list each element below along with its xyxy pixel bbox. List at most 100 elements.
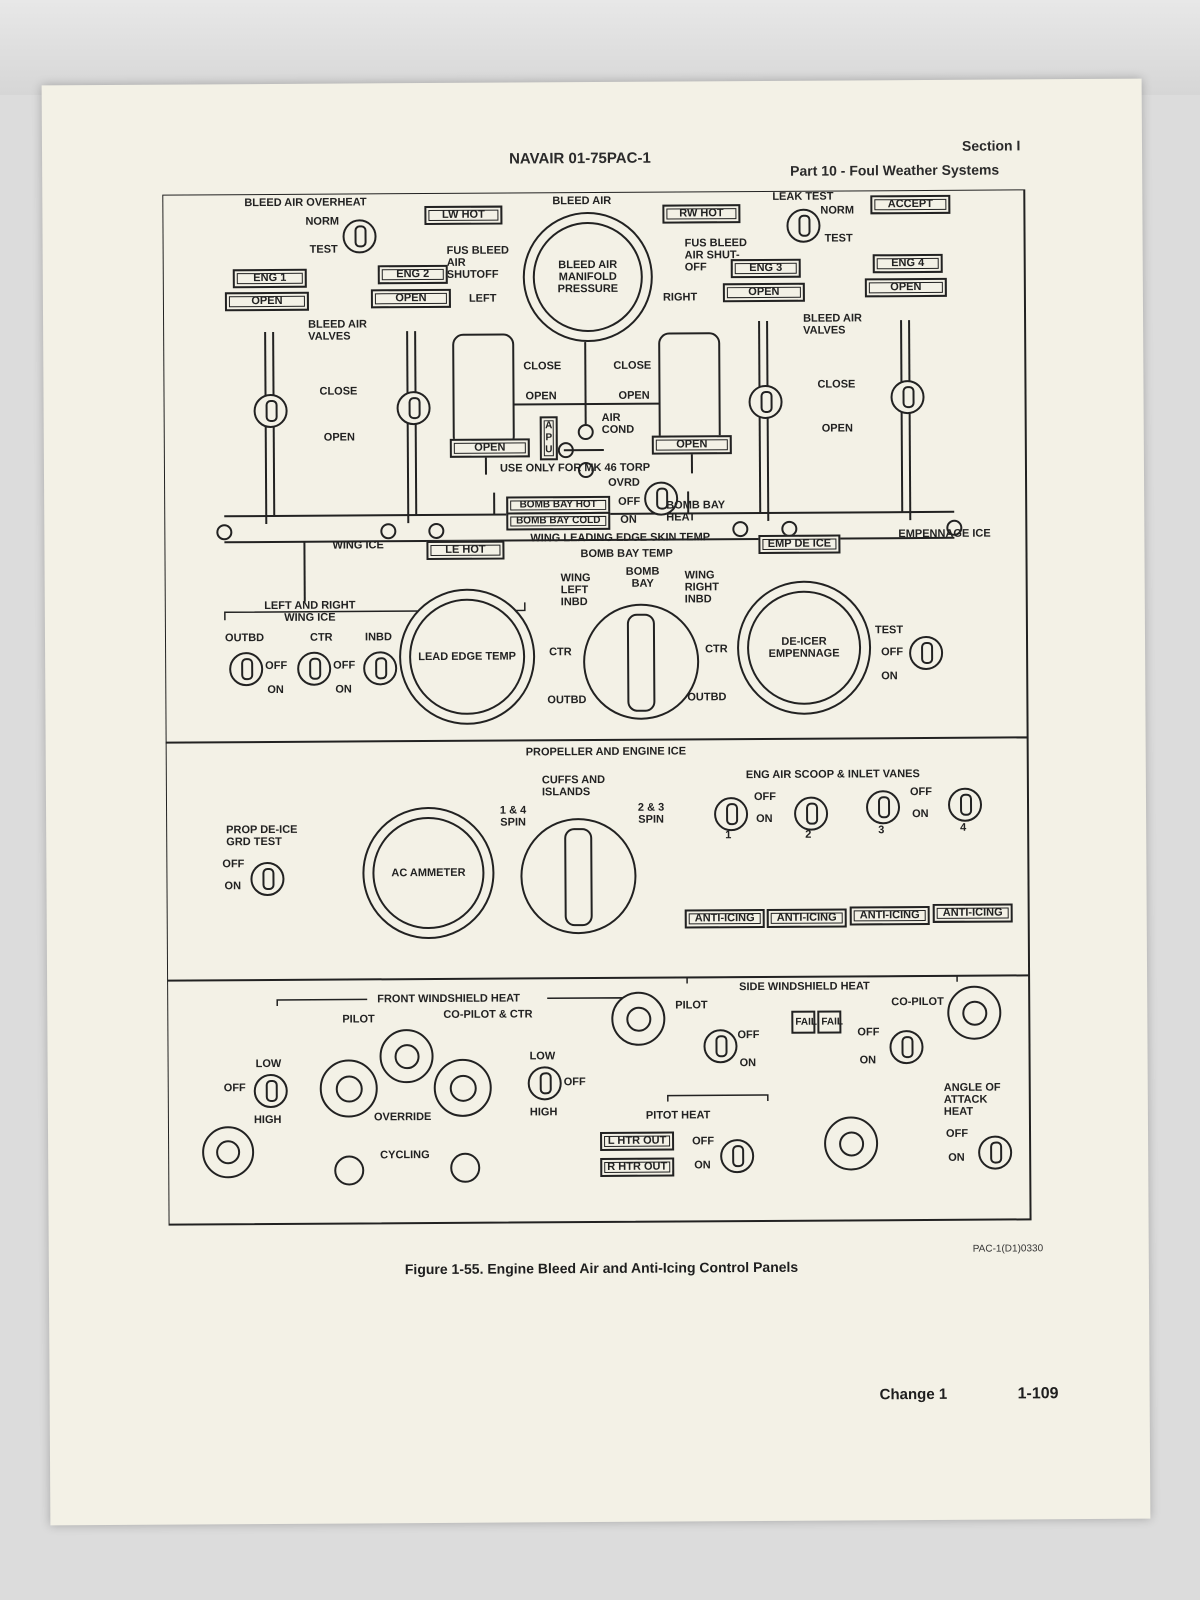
pitot-heat-label: PITOT HEAT xyxy=(645,1109,711,1122)
pitot-heat-switch[interactable] xyxy=(720,1139,755,1174)
apu-label: A P U xyxy=(539,416,558,461)
ctr-off-label: OFF xyxy=(333,659,356,672)
anti-icing-2: ANTI-ICING xyxy=(766,908,847,929)
eng4-open-indicator: OPEN xyxy=(864,277,947,298)
doc-id: NAVAIR 01-75PAC-1 xyxy=(509,149,651,168)
eng1-valve-switch[interactable] xyxy=(253,393,288,429)
front-pilot-knob[interactable] xyxy=(201,1126,255,1179)
front-pilot-switch[interactable] xyxy=(253,1073,288,1109)
lead-edge-temp-gauge: LEAD EDGE TEMP xyxy=(398,588,536,726)
wing-right-inbd-label: WING RIGHT INBD xyxy=(684,569,719,606)
aoa-heat-switch[interactable] xyxy=(978,1135,1013,1170)
scoop-num-3: 3 xyxy=(878,824,885,837)
spin-14-label: 1 & 4 SPIN xyxy=(499,804,527,829)
fail-light-right: FAIL xyxy=(817,1010,843,1034)
scoop-num-1: 1 xyxy=(725,829,732,842)
de-icer-gauge: DE-ICER EMPENNAGE xyxy=(736,580,872,716)
norm-label: NORM xyxy=(305,215,340,228)
fus-bleed-left-label: FUS BLEED AIR SHUTOFF xyxy=(446,244,510,282)
right-fus-open-indicator: OPEN xyxy=(651,435,732,456)
side-copilot-label: CO-PILOT xyxy=(891,995,944,1009)
change-label: Change 1 xyxy=(879,1385,948,1404)
outbd-label: OUTBD xyxy=(224,632,265,645)
copilot-override-light[interactable] xyxy=(433,1058,492,1117)
eng3-valve-switch[interactable] xyxy=(748,384,783,420)
pilot-override-light[interactable] xyxy=(319,1059,378,1118)
bleed-air-label: BLEED AIR xyxy=(552,194,612,208)
l-htr-out-indicator: L HTR OUT xyxy=(600,1131,675,1152)
test-on-label: ON xyxy=(881,670,898,683)
eng2-valve-switch[interactable] xyxy=(396,391,431,426)
prop-selector-knob[interactable] xyxy=(520,817,637,935)
bleed-valves-right-label: BLEED AIR VALVES xyxy=(803,312,862,337)
ac-ammeter-gauge: AC AMMETER xyxy=(362,806,495,940)
ctr-left-label: CTR xyxy=(549,646,572,659)
figure-caption: Figure 1-55. Engine Bleed Air and Anti-I… xyxy=(404,1258,799,1278)
leak-test-sub-label: TEST xyxy=(824,232,853,245)
front-pilot-off-label: OFF xyxy=(223,1082,246,1095)
prop-grd-test-switch[interactable] xyxy=(250,861,285,897)
override-label: OVERRIDE xyxy=(373,1111,432,1124)
r-htr-out-indicator: R HTR OUT xyxy=(600,1157,675,1178)
eng3-open-indicator: OPEN xyxy=(722,282,805,303)
left-valve-close: CLOSE xyxy=(523,360,562,373)
prop-title: PROPELLER AND ENGINE ICE xyxy=(525,745,687,759)
copilot-ctr-switch[interactable] xyxy=(527,1066,562,1101)
side-pilot-knob[interactable] xyxy=(611,991,666,1046)
eng4-valve-switch[interactable] xyxy=(890,379,925,415)
de-icer-empennage-label: DE-ICER EMPENNAGE xyxy=(746,590,862,706)
bleed-overheat-toggle[interactable] xyxy=(342,219,377,254)
bleed-valves-left-label: BLEED AIR VALVES xyxy=(308,318,367,343)
side-copilot-switch[interactable] xyxy=(889,1030,924,1065)
prop-off-label: OFF xyxy=(222,858,245,871)
scoop-switch-2[interactable] xyxy=(793,796,829,831)
anti-icing-4: ANTI-ICING xyxy=(932,903,1013,924)
cycling-label: CYCLING xyxy=(380,1149,430,1162)
eng4-label: ENG 4 xyxy=(872,253,943,274)
copilot-high-label: HIGH xyxy=(529,1106,558,1119)
side-copilot-knob[interactable] xyxy=(947,985,1002,1040)
temp-selector-knob[interactable] xyxy=(582,603,700,721)
manual-page: NAVAIR 01-75PAC-1 Section I Part 10 - Fo… xyxy=(41,78,1151,1526)
aoa-off-label: OFF xyxy=(945,1127,969,1140)
scoop-switch-3[interactable] xyxy=(865,790,901,825)
right-label: RIGHT xyxy=(662,291,698,304)
lw-hot-indicator: LW HOT xyxy=(424,205,503,226)
scoop-switch-4[interactable] xyxy=(947,787,983,822)
pitot-on-label: ON xyxy=(694,1159,711,1172)
bomb-bay-cold-indicator: BOMB BAY COLD xyxy=(506,511,611,531)
de-icer-test-switch[interactable] xyxy=(908,635,944,671)
pitot-off-label: OFF xyxy=(692,1135,715,1148)
lead-edge-temp-label: LEAD EDGE TEMP xyxy=(408,598,526,716)
scoop-off-label-right: OFF xyxy=(909,785,932,799)
accept-button[interactable]: ACCEPT xyxy=(870,194,951,215)
cuffs-islands-label: CUFFS AND ISLANDS xyxy=(541,773,606,799)
pilot-cycling-light xyxy=(334,1155,365,1186)
section-label: Section I xyxy=(961,137,1021,154)
copilot-ctr-knob[interactable] xyxy=(379,1028,434,1084)
fail-light-left: FAIL xyxy=(791,1010,817,1034)
side-pilot-switch[interactable] xyxy=(703,1029,738,1064)
right-valve-open: OPEN xyxy=(618,389,650,402)
eng1-open-indicator: OPEN xyxy=(224,291,309,312)
empennage-ice-label: EMPENNAGE ICE xyxy=(898,527,991,541)
front-pilot-high-label: HIGH xyxy=(253,1113,282,1127)
leak-test-toggle[interactable] xyxy=(786,208,821,243)
left-label: LEFT xyxy=(468,292,497,305)
air-cond-label: AIR COND xyxy=(601,411,635,437)
right-valve-close: CLOSE xyxy=(613,359,652,372)
leak-norm-label: NORM xyxy=(820,204,855,217)
ctr-switch[interactable] xyxy=(297,651,332,686)
scoop-switch-1[interactable] xyxy=(713,797,749,832)
outbd-left-label: OUTBD xyxy=(547,694,587,707)
bleed-overheat-title: BLEED AIR OVERHEAT xyxy=(244,196,367,210)
outbd-right-label: OUTBD xyxy=(687,691,727,704)
aoa-knob[interactable] xyxy=(823,1116,879,1171)
outbd-switch[interactable] xyxy=(229,652,264,687)
part-label: Part 10 - Foul Weather Systems xyxy=(790,161,1000,179)
bomb-bay-heat-label: BOMB BAY HEAT xyxy=(666,499,725,524)
aoa-on-label: ON xyxy=(948,1151,965,1164)
open-right-label: OPEN xyxy=(821,422,853,435)
ovrd-label: OVRD xyxy=(608,476,640,489)
inbd-switch[interactable] xyxy=(363,651,398,686)
